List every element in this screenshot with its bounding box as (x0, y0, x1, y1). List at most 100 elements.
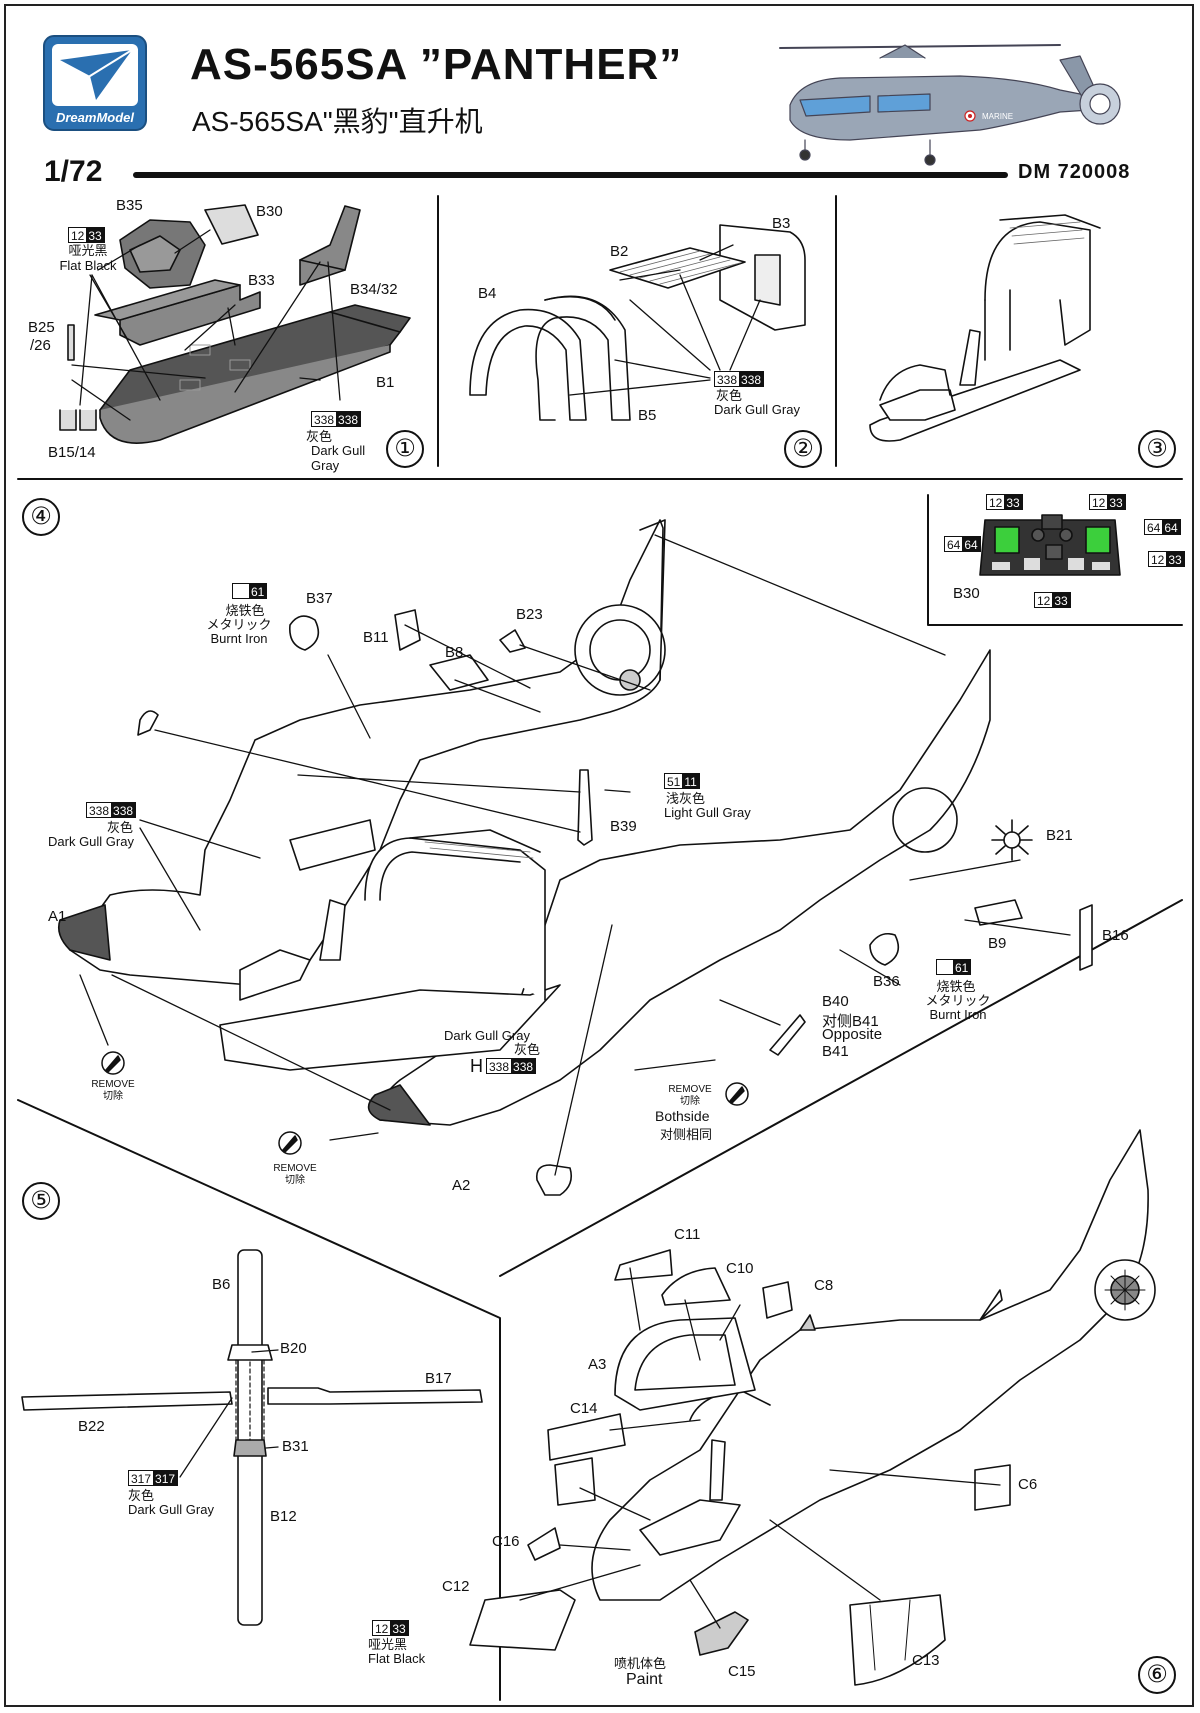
h-marker: H (470, 1056, 483, 1076)
color-name-en: Flat Black (59, 258, 117, 273)
part-label: B4 (478, 285, 497, 302)
color-name-en: Light Gull Gray (664, 805, 751, 820)
part-label: C6 (1018, 1476, 1038, 1493)
part-label: B15/14 (48, 444, 96, 461)
part-label: C10 (726, 1260, 754, 1277)
color-name-en: Gray (311, 458, 340, 473)
kit-subtitle: AS-565SA"黑豹"直升机 (192, 106, 483, 137)
color-name-jp: メタリック (206, 617, 272, 632)
part-label: B8 (445, 644, 464, 661)
part-label: B36 (873, 973, 900, 990)
color-name-zh: 灰色 (306, 429, 333, 444)
part-label: C12 (442, 1578, 470, 1595)
step5-drawing (21, 1249, 483, 1626)
remove-note-en: REMOVE (91, 1079, 135, 1090)
remove-note-zh: 切除 (103, 1091, 123, 1102)
color-name-zh: 灰色 (514, 1042, 541, 1057)
remove-note-zh: 切除 (285, 1175, 305, 1186)
aircraft-marking: MARINE (982, 112, 1014, 121)
part-label: B35 (116, 197, 143, 214)
part-label: C15 (728, 1663, 756, 1680)
part-label: B9 (988, 935, 1007, 952)
color-name-zh: 哑光黑 (68, 243, 108, 258)
opposite-note-zh: 对侧B41 (822, 1013, 879, 1030)
color-name-zh: 哑光黑 (368, 1637, 408, 1652)
color-name-en: Burnt Iron (210, 631, 268, 646)
step-number-2: ② (784, 430, 822, 468)
color-name-en: Dark Gull Gray (714, 402, 800, 417)
step-number-3: ③ (1138, 430, 1176, 468)
part-label: A2 (452, 1177, 471, 1194)
part-label: B20 (280, 1340, 307, 1357)
color-name-en: Dark Gull Gray (48, 834, 134, 849)
part-label: B33 (248, 272, 275, 289)
part-label: B6 (212, 1276, 231, 1293)
part-label: B2 (610, 243, 629, 260)
part-label: B21 (1046, 827, 1073, 844)
part-label: B11 (363, 629, 389, 646)
step-number-5: ⑤ (22, 1182, 60, 1220)
step-number-1: ① (386, 430, 424, 468)
part-label: B34/32 (350, 281, 398, 298)
part-label: B41 (822, 1043, 849, 1060)
scale-label: 1/72 (44, 155, 103, 188)
part-label: C14 (570, 1400, 598, 1417)
part-label: B5 (638, 407, 657, 424)
part-label: B22 (78, 1418, 105, 1435)
part-label: B17 (425, 1370, 452, 1387)
part-label: B3 (772, 215, 791, 232)
remove-note-en: REMOVE (273, 1163, 317, 1174)
part-label: B40 (822, 993, 849, 1010)
color-name-zh: 灰色 (128, 1488, 155, 1503)
remove-knife-icon (278, 1131, 302, 1155)
step1-drawing (59, 204, 411, 444)
opposite-note-en: Opposite (822, 1026, 883, 1043)
bothside-note-zh: 对侧相同 (660, 1127, 713, 1142)
part-label: A3 (588, 1356, 607, 1373)
kit-title: AS-565SA ”PANTHER” (190, 40, 683, 89)
part-label: B12 (270, 1508, 297, 1525)
brand-name: DreamModel (55, 110, 135, 125)
header-helicopter-illustration (779, 44, 1121, 166)
step4-drawing (57, 519, 1093, 1196)
remove-note-en: REMOVE (668, 1084, 712, 1095)
part-label: C16 (492, 1533, 520, 1550)
color-name-zh: 烧铁色 (936, 979, 976, 994)
step3-drawing (869, 214, 1101, 442)
part-label: B1 (376, 374, 395, 391)
color-name-jp: メタリック (925, 993, 991, 1008)
color-name-zh: 灰色 (716, 388, 743, 403)
remove-note-zh: 切除 (680, 1096, 700, 1107)
part-label: A1 (48, 908, 67, 925)
dreammodel-logo-icon (43, 35, 147, 131)
part-label: B16 (1102, 927, 1129, 944)
color-name-en: Burnt Iron (929, 1007, 987, 1022)
part-label: B25 (28, 319, 55, 336)
bothside-note-en: Bothside (655, 1108, 710, 1124)
paint-note-en: Paint (626, 1671, 663, 1688)
part-label: C11 (674, 1226, 701, 1243)
part-label: B30 (256, 203, 283, 220)
remove-knife-icon (725, 1082, 749, 1106)
paint-note-zh: 喷机体色 (614, 1656, 667, 1671)
b30-instrument-panel (979, 514, 1121, 576)
color-name-en: Flat Black (368, 1651, 426, 1666)
remove-knife-icon (101, 1051, 125, 1075)
color-name-zh: 灰色 (106, 820, 133, 835)
part-label: B23 (516, 606, 543, 623)
part-label: /26 (30, 337, 51, 354)
b21-fan-icon (991, 819, 1033, 861)
color-name-en: Dark Gull Gray (444, 1028, 530, 1043)
